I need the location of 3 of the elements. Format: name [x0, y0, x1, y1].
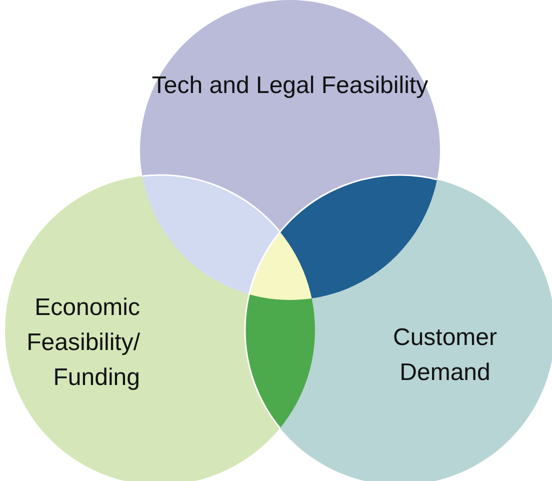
circle-label: Tech and Legal Feasibility [150, 71, 430, 101]
circle-label: Customer Demand [392, 323, 498, 388]
circle-label: Economic Feasibility/ Funding [26, 293, 140, 393]
